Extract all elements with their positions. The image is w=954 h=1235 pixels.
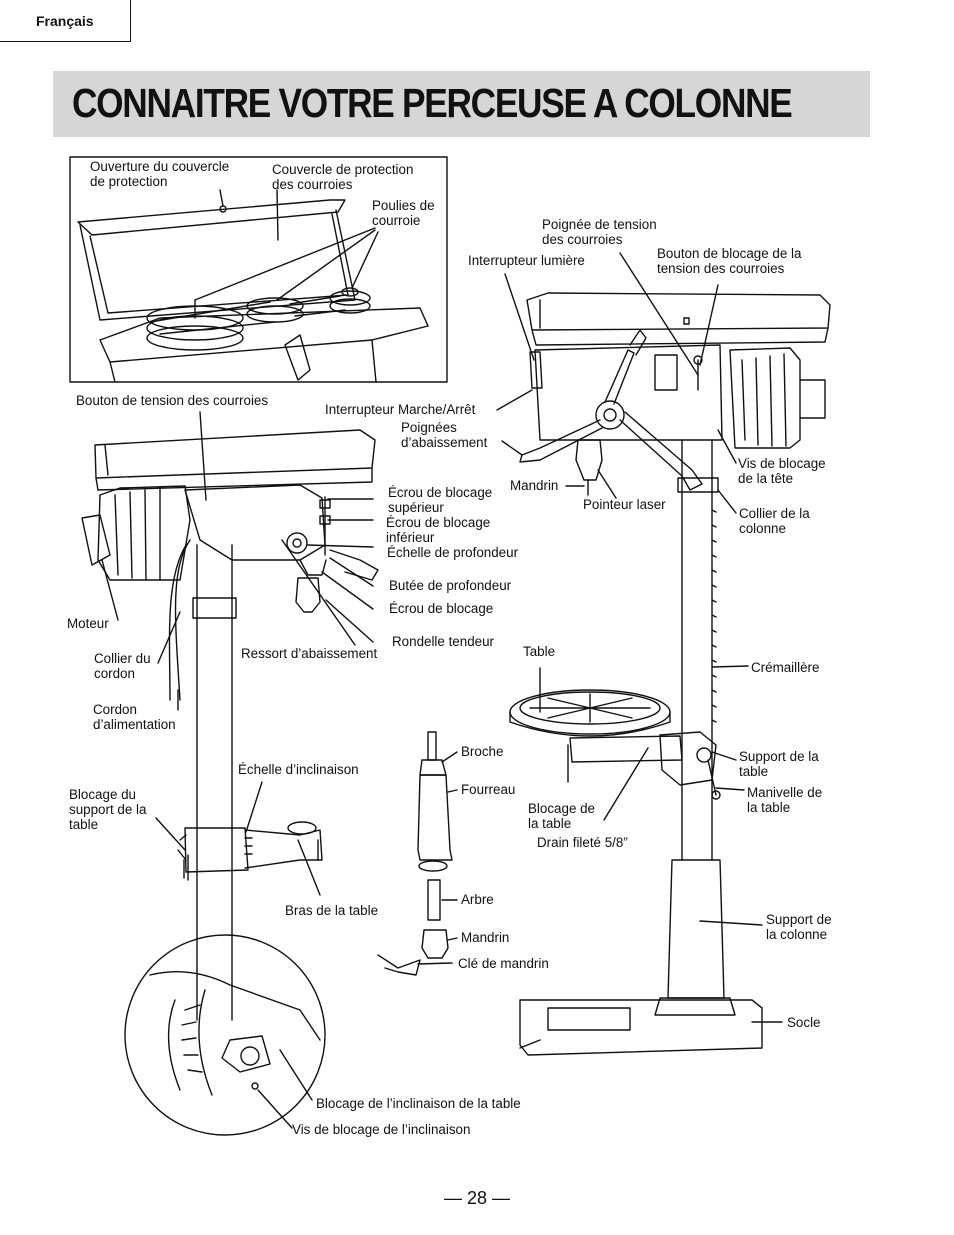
label-lower-lock-nut: Écrou de blocage inférieur: [386, 515, 491, 545]
spindle-parts: [377, 731, 458, 976]
label-belt-tension-handle: Poignée de tension des courroies: [542, 217, 657, 247]
left-drill-press: [81, 411, 379, 1021]
label-spindle: Broche: [461, 744, 504, 759]
label-threaded-drain: Drain fileté 5/8”: [537, 835, 628, 850]
label-quill: Fourreau: [461, 782, 516, 797]
label-base: Socle: [787, 1015, 821, 1030]
label-column-collar: Collier de la colonne: [739, 506, 810, 536]
label-tilt-scale: Échelle d’inclinaison: [238, 762, 359, 777]
label-column-support: Support de la colonne: [766, 912, 832, 942]
label-lock-nut: Écrou de blocage: [389, 601, 494, 616]
label-depth-stop: Butée de profondeur: [389, 578, 512, 593]
label-belt-pulleys: Poulies de courroie: [372, 198, 435, 228]
label-upper-lock-nut: Écrou de blocage supérieur: [388, 485, 493, 515]
label-belt-tension-lock: Bouton de blocage de la tension des cour…: [657, 246, 802, 276]
label-depth-scale: Échelle de profondeur: [387, 545, 519, 560]
page-number: — 28 —: [443, 1188, 511, 1208]
belt-cover-inset: [69, 156, 448, 383]
label-table-lock: Blocage de la table: [528, 801, 596, 831]
label-belt-tension-knob: Bouton de tension des courroies: [76, 393, 269, 408]
label-table-support: Support de la table: [739, 749, 819, 779]
label-table: Table: [523, 644, 556, 659]
label-tension-washer: Rondelle tendeur: [392, 634, 494, 649]
label-chuck-key: Clé de mandrin: [458, 956, 549, 971]
label-motor: Moteur: [67, 616, 109, 631]
label-rack: Crémaillère: [751, 660, 820, 675]
label-cord-clamp: Collier du cordon: [94, 651, 151, 681]
label-table-tilt-lock: Blocage de l’inclinaison de la table: [316, 1096, 521, 1111]
right-drill-press: [496, 252, 831, 1056]
label-arbor: Arbre: [461, 892, 494, 907]
title-band: [53, 71, 870, 137]
label-tilt-lock-screw: Vis de blocage de l’inclinaison: [292, 1122, 471, 1137]
label-table-support-lock: Blocage du support de la table: [69, 787, 147, 832]
label-power-cord: Cordon d’alimentation: [93, 702, 176, 732]
label-laser-pointer: Pointeur laser: [583, 497, 666, 512]
label-table-crank: Manivelle de la table: [747, 785, 823, 815]
label-on-off-switch: Interrupteur Marche/Arrêt: [325, 402, 476, 417]
label-chuck-main: Mandrin: [510, 478, 559, 493]
tilt-lock-detail: [124, 934, 326, 1136]
language-tab: Français: [0, 0, 131, 42]
page-title: CONNAITRE VOTRE PERCEUSE A COLONNE: [72, 80, 793, 126]
label-chuck-small: Mandrin: [461, 930, 510, 945]
label-cover-opening: Ouverture du couvercle de protection: [90, 159, 230, 189]
label-feed-handles: Poignées d’abaissement: [401, 420, 488, 450]
label-light-switch: Interrupteur lumière: [468, 253, 585, 268]
label-head-lock-screws: Vis de blocage de la tête: [738, 456, 826, 486]
label-belt-cover: Couvercle de protection des courroies: [272, 162, 414, 192]
label-feed-spring: Ressort d’abaissement: [241, 646, 378, 661]
label-table-arm: Bras de la table: [285, 903, 379, 918]
